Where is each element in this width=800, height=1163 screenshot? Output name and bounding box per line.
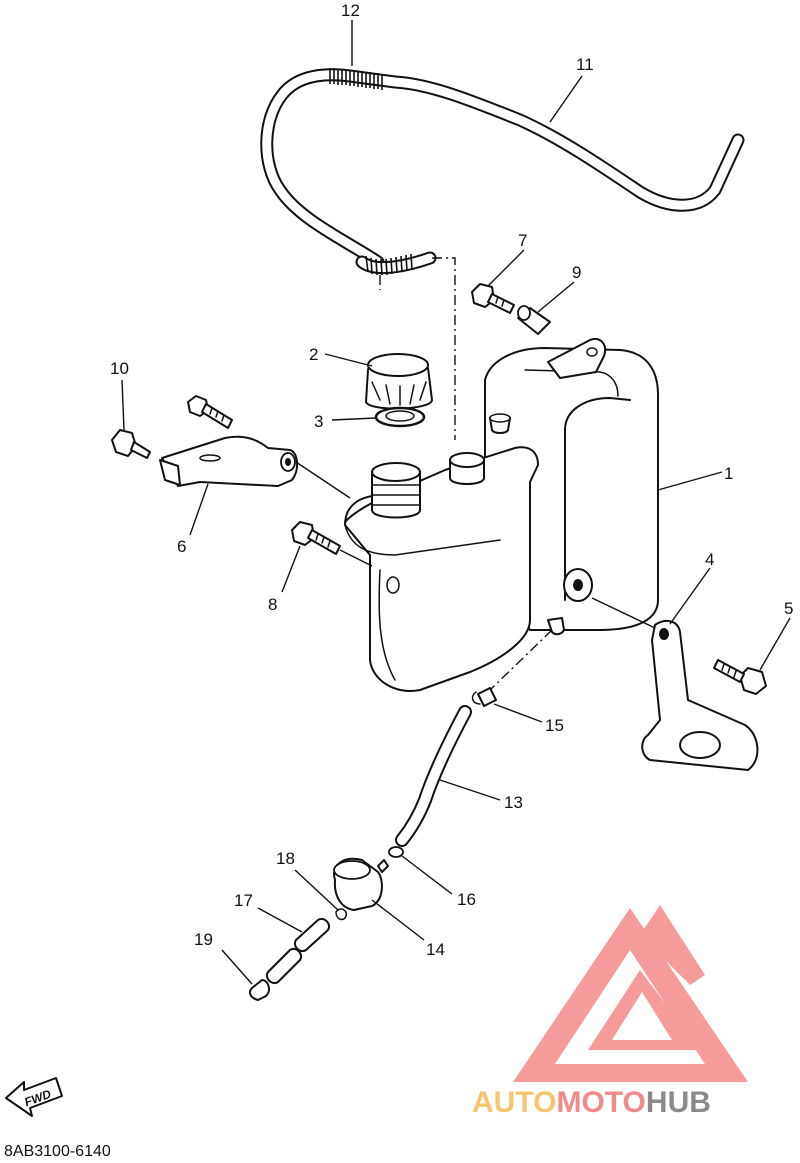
callout-1: 1 — [657, 464, 733, 491]
callout-16: 16 — [401, 855, 476, 909]
callout-9: 9 — [537, 263, 581, 313]
callout-6: 6 — [177, 483, 209, 556]
collar-9 — [517, 305, 551, 335]
watermark-auto: AUTO — [472, 1086, 556, 1119]
overflow-hose — [395, 705, 472, 847]
callout-7: 7 — [487, 231, 527, 287]
watermark-text: AUTOMOTOHUB — [472, 1086, 711, 1119]
callout-19: 19 — [194, 930, 253, 985]
callout-label: 4 — [705, 550, 714, 569]
callout-label: 6 — [177, 537, 186, 556]
callout-12: 12 — [341, 1, 360, 66]
callout-4: 4 — [669, 550, 714, 625]
callout-label: 11 — [576, 55, 594, 74]
hose-clip-16 — [388, 846, 404, 858]
reservoir-cap — [365, 353, 433, 410]
bolt-7 — [471, 283, 515, 314]
callout-2: 2 — [309, 345, 373, 367]
bolt-screw-6 — [187, 395, 233, 429]
callout-label: 2 — [309, 345, 318, 364]
callout-label: 9 — [572, 263, 581, 282]
cap-gasket — [374, 406, 426, 428]
callout-label: 18 — [276, 849, 295, 868]
bracket-left-line — [295, 461, 351, 499]
callout-label: 14 — [426, 940, 445, 959]
bolt-8-line — [339, 549, 373, 567]
hose-spring-upper — [329, 68, 383, 90]
bolt-8 — [291, 521, 341, 555]
callout-8: 8 — [268, 545, 301, 614]
callout-label: 5 — [784, 599, 793, 618]
callout-label: 19 — [194, 930, 213, 949]
watermark-logo — [513, 905, 748, 1082]
callout-14: 14 — [371, 899, 445, 959]
callout-label: 1 — [724, 464, 733, 483]
callout-17: 17 — [234, 891, 303, 933]
callout-3: 3 — [314, 412, 377, 431]
pipe-17 — [266, 918, 330, 984]
callout-13: 13 — [439, 779, 523, 812]
callout-label: 15 — [545, 716, 564, 735]
bracket-right — [641, 619, 759, 771]
bracket-left — [159, 435, 298, 487]
callout-label: 7 — [518, 231, 527, 250]
valve-14 — [333, 857, 389, 911]
fwd-arrow-icon: FWD — [5, 1077, 63, 1117]
breather-hose — [260, 68, 745, 440]
callout-18: 18 — [276, 849, 339, 911]
callout-15: 15 — [493, 703, 564, 735]
watermark-moto: MOTO — [556, 1086, 645, 1119]
callout-label: 10 — [110, 359, 129, 378]
callout-label: 3 — [314, 412, 323, 431]
callout-11: 11 — [549, 55, 594, 123]
bolt-5 — [713, 659, 767, 695]
bracket-right-line — [591, 597, 656, 629]
callout-5: 5 — [759, 599, 793, 671]
watermark-hub: HUB — [646, 1086, 711, 1119]
callout-label: 12 — [341, 1, 360, 20]
reservoir-tank — [344, 338, 659, 692]
hose-spring-lower — [365, 253, 413, 276]
callout-label: 8 — [268, 595, 277, 614]
clamp-19 — [249, 979, 270, 1001]
callout-label: 13 — [504, 793, 523, 812]
diagram-code: 8AB3100-6140 — [4, 1143, 111, 1160]
callout-label: 17 — [234, 891, 253, 910]
hose-clip-15 — [471, 687, 497, 707]
outlet-guide-line — [489, 629, 553, 691]
hose-connect-line — [432, 257, 456, 440]
callout-10: 10 — [110, 359, 129, 431]
clip-18 — [335, 908, 348, 921]
callout-label: 16 — [457, 890, 476, 909]
bolt-10 — [111, 429, 151, 459]
